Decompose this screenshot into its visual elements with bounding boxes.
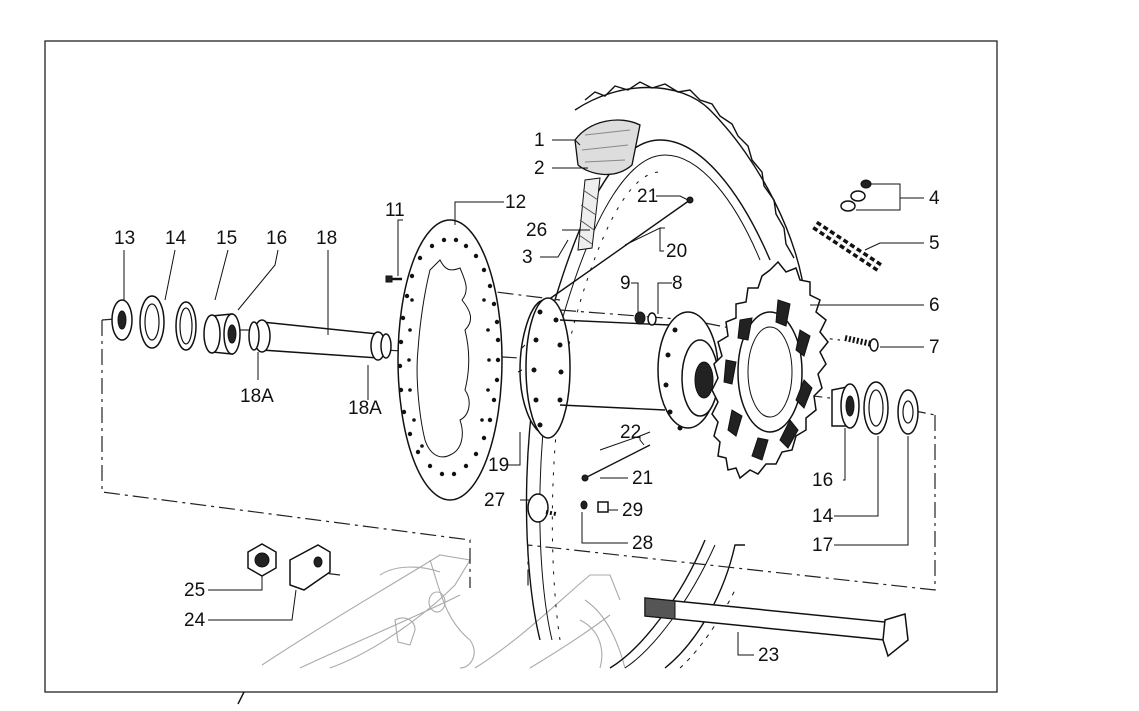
rim-lock bbox=[527, 493, 557, 523]
label-part-21-lower: 21 bbox=[632, 468, 653, 489]
label-part-18a-left: 18A bbox=[240, 386, 274, 407]
label-part-2: 2 bbox=[534, 158, 545, 179]
frame-tick bbox=[237, 691, 245, 705]
label-part-22: 22 bbox=[620, 422, 641, 443]
label-part-8: 8 bbox=[672, 273, 683, 294]
right-bearings bbox=[831, 381, 919, 435]
label-part-25: 25 bbox=[184, 580, 205, 601]
label-part-20: 20 bbox=[666, 241, 687, 262]
inner-tube bbox=[574, 119, 641, 176]
drive-chain bbox=[812, 220, 883, 273]
chain-link bbox=[840, 179, 872, 212]
label-part-6: 6 bbox=[929, 295, 940, 316]
disc-bolt bbox=[385, 275, 402, 283]
label-part-18a-right: 18A bbox=[348, 398, 382, 419]
label-part-29: 29 bbox=[622, 500, 643, 521]
label-part-16-left: 16 bbox=[266, 228, 287, 249]
label-part-27: 27 bbox=[484, 490, 505, 511]
spoke-nipple-lower bbox=[581, 474, 589, 482]
label-part-17: 17 bbox=[812, 535, 833, 556]
label-part-5: 5 bbox=[929, 233, 940, 254]
rear-axle bbox=[644, 597, 909, 658]
left-bearings bbox=[111, 295, 241, 355]
label-part-16-right: 16 bbox=[812, 470, 833, 491]
rim-band bbox=[577, 177, 601, 251]
part-labels: 1 2 3 4 5 6 7 8 9 11 12 13 14 15 16 18 1… bbox=[114, 130, 940, 666]
label-part-23: 23 bbox=[758, 645, 779, 666]
label-part-14-left: 14 bbox=[165, 228, 187, 249]
axle-spacer bbox=[248, 319, 392, 361]
label-part-9: 9 bbox=[620, 273, 631, 294]
label-part-11: 11 bbox=[385, 200, 405, 221]
nut-9 bbox=[634, 311, 646, 325]
chain-adjuster bbox=[289, 544, 331, 591]
spoke-upper bbox=[547, 199, 691, 301]
label-part-19: 19 bbox=[488, 455, 509, 476]
label-part-1: 1 bbox=[534, 130, 545, 151]
wheel-hub bbox=[517, 297, 719, 439]
label-part-26: 26 bbox=[526, 220, 547, 241]
brake-disc bbox=[397, 219, 503, 501]
label-part-21-upper: 21 bbox=[637, 186, 658, 207]
label-part-7: 7 bbox=[929, 337, 940, 358]
label-part-13: 13 bbox=[114, 228, 135, 249]
spoke-lower bbox=[584, 444, 651, 479]
diagram-frame bbox=[44, 40, 998, 693]
label-part-3: 3 bbox=[522, 247, 533, 268]
label-part-28: 28 bbox=[632, 533, 653, 554]
leader-lines bbox=[123, 139, 924, 656]
rear-sprocket bbox=[711, 260, 829, 480]
label-part-15: 15 bbox=[216, 228, 237, 249]
swingarm-outline bbox=[261, 554, 626, 669]
sprocket-bolt bbox=[844, 335, 879, 352]
washer-28 bbox=[580, 500, 588, 510]
label-part-18: 18 bbox=[316, 228, 337, 249]
nut-29 bbox=[597, 501, 609, 513]
washer-8 bbox=[647, 312, 657, 326]
label-part-12: 12 bbox=[505, 192, 526, 213]
axle-nut bbox=[247, 543, 277, 577]
label-part-24: 24 bbox=[184, 610, 206, 631]
label-part-14-right: 14 bbox=[812, 506, 834, 527]
label-part-4: 4 bbox=[929, 188, 940, 209]
